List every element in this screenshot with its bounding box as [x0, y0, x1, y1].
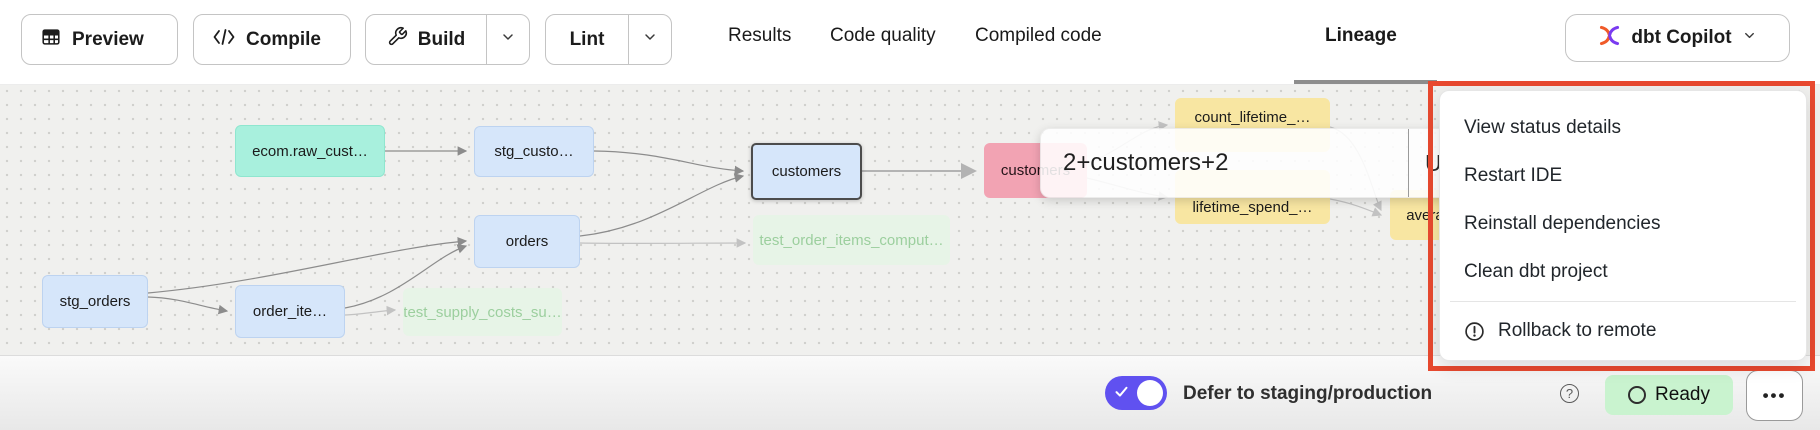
tab-results[interactable]: Results [728, 25, 792, 46]
graph-node-customers[interactable]: customers [751, 143, 862, 200]
code-icon [212, 27, 236, 53]
graph-node-orders[interactable]: orders [474, 215, 580, 268]
graph-edge [593, 150, 745, 176]
status-bar: Defer to staging/production ? Ready ••• [0, 355, 1820, 430]
compile-button[interactable]: Compile [193, 14, 351, 65]
warning-icon [1464, 321, 1485, 342]
graph-node-stg-customers[interactable]: stg_custo… [474, 126, 594, 177]
active-tab-indicator [1294, 80, 1437, 84]
menu-divider [1450, 301, 1796, 302]
dbt-copilot-button[interactable]: dbt Copilot [1565, 14, 1790, 62]
build-dropdown-button[interactable] [486, 15, 529, 64]
tab-compiled-code[interactable]: Compiled code [975, 25, 1102, 46]
chevron-down-icon [1742, 27, 1757, 49]
lint-button[interactable]: Lint [546, 15, 628, 64]
defer-toggle[interactable] [1105, 376, 1167, 410]
graph-edge [1329, 198, 1383, 217]
graph-node-stg-orders[interactable]: stg_orders [42, 275, 148, 328]
graph-node-order-items[interactable]: order_ite… [235, 285, 345, 338]
table-icon [40, 26, 62, 54]
lineage-selector-input[interactable]: 2+customers+2 [1063, 149, 1229, 176]
toggle-knob [1137, 380, 1163, 406]
compile-label: Compile [246, 28, 321, 50]
preview-button[interactable]: Preview [21, 14, 178, 65]
copilot-label: dbt Copilot [1631, 27, 1732, 48]
lint-label: Lint [569, 28, 605, 50]
check-icon [1114, 384, 1129, 404]
question-icon[interactable]: ? [1560, 384, 1579, 403]
status-circle-icon [1628, 386, 1647, 404]
graph-node-ecom-raw-customers[interactable]: ecom.raw_cust… [235, 125, 385, 177]
graph-edge [147, 296, 229, 315]
dbt-logo-icon [1598, 24, 1621, 53]
defer-label: Defer to staging/production [1183, 383, 1433, 404]
graph-node-test-order-items[interactable]: test_order_items_comput… [753, 215, 950, 265]
graph-edge [579, 173, 745, 237]
menu-item-restart-ide[interactable]: Restart IDE [1464, 165, 1563, 186]
build-button[interactable]: Build [366, 15, 486, 64]
graph-edge [344, 305, 397, 316]
tab-lineage[interactable]: Lineage [1325, 25, 1397, 46]
graph-node-test-supply-costs[interactable]: test_supply_costs_su… [403, 288, 562, 336]
preview-label: Preview [72, 28, 144, 50]
ide-options-menu: View status details Restart IDE Reinstal… [1439, 90, 1807, 361]
wrench-icon [387, 26, 408, 53]
tab-code-quality[interactable]: Code quality [830, 25, 936, 46]
rollback-label: Rollback to remote [1498, 320, 1657, 341]
menu-item-reinstall-dependencies[interactable]: Reinstall dependencies [1464, 213, 1661, 234]
lint-split-button: Lint [545, 14, 672, 65]
menu-item-view-status-details[interactable]: View status details [1464, 117, 1622, 138]
build-label: Build [417, 28, 466, 50]
lint-dropdown-button[interactable] [628, 15, 671, 64]
chevron-down-icon [642, 29, 658, 50]
graph-edge [344, 244, 468, 309]
status-badge: Ready [1605, 375, 1733, 415]
ready-label: Ready [1655, 384, 1710, 405]
menu-item-rollback-to-remote[interactable]: Rollback to remote [1440, 307, 1806, 355]
build-split-button: Build [365, 14, 530, 65]
chevron-down-icon [500, 29, 516, 50]
more-options-button[interactable]: ••• [1746, 370, 1803, 421]
top-toolbar: Preview Compile [0, 0, 1820, 85]
graph-edge [147, 236, 468, 294]
menu-item-clean-dbt-project[interactable]: Clean dbt project [1464, 261, 1608, 282]
